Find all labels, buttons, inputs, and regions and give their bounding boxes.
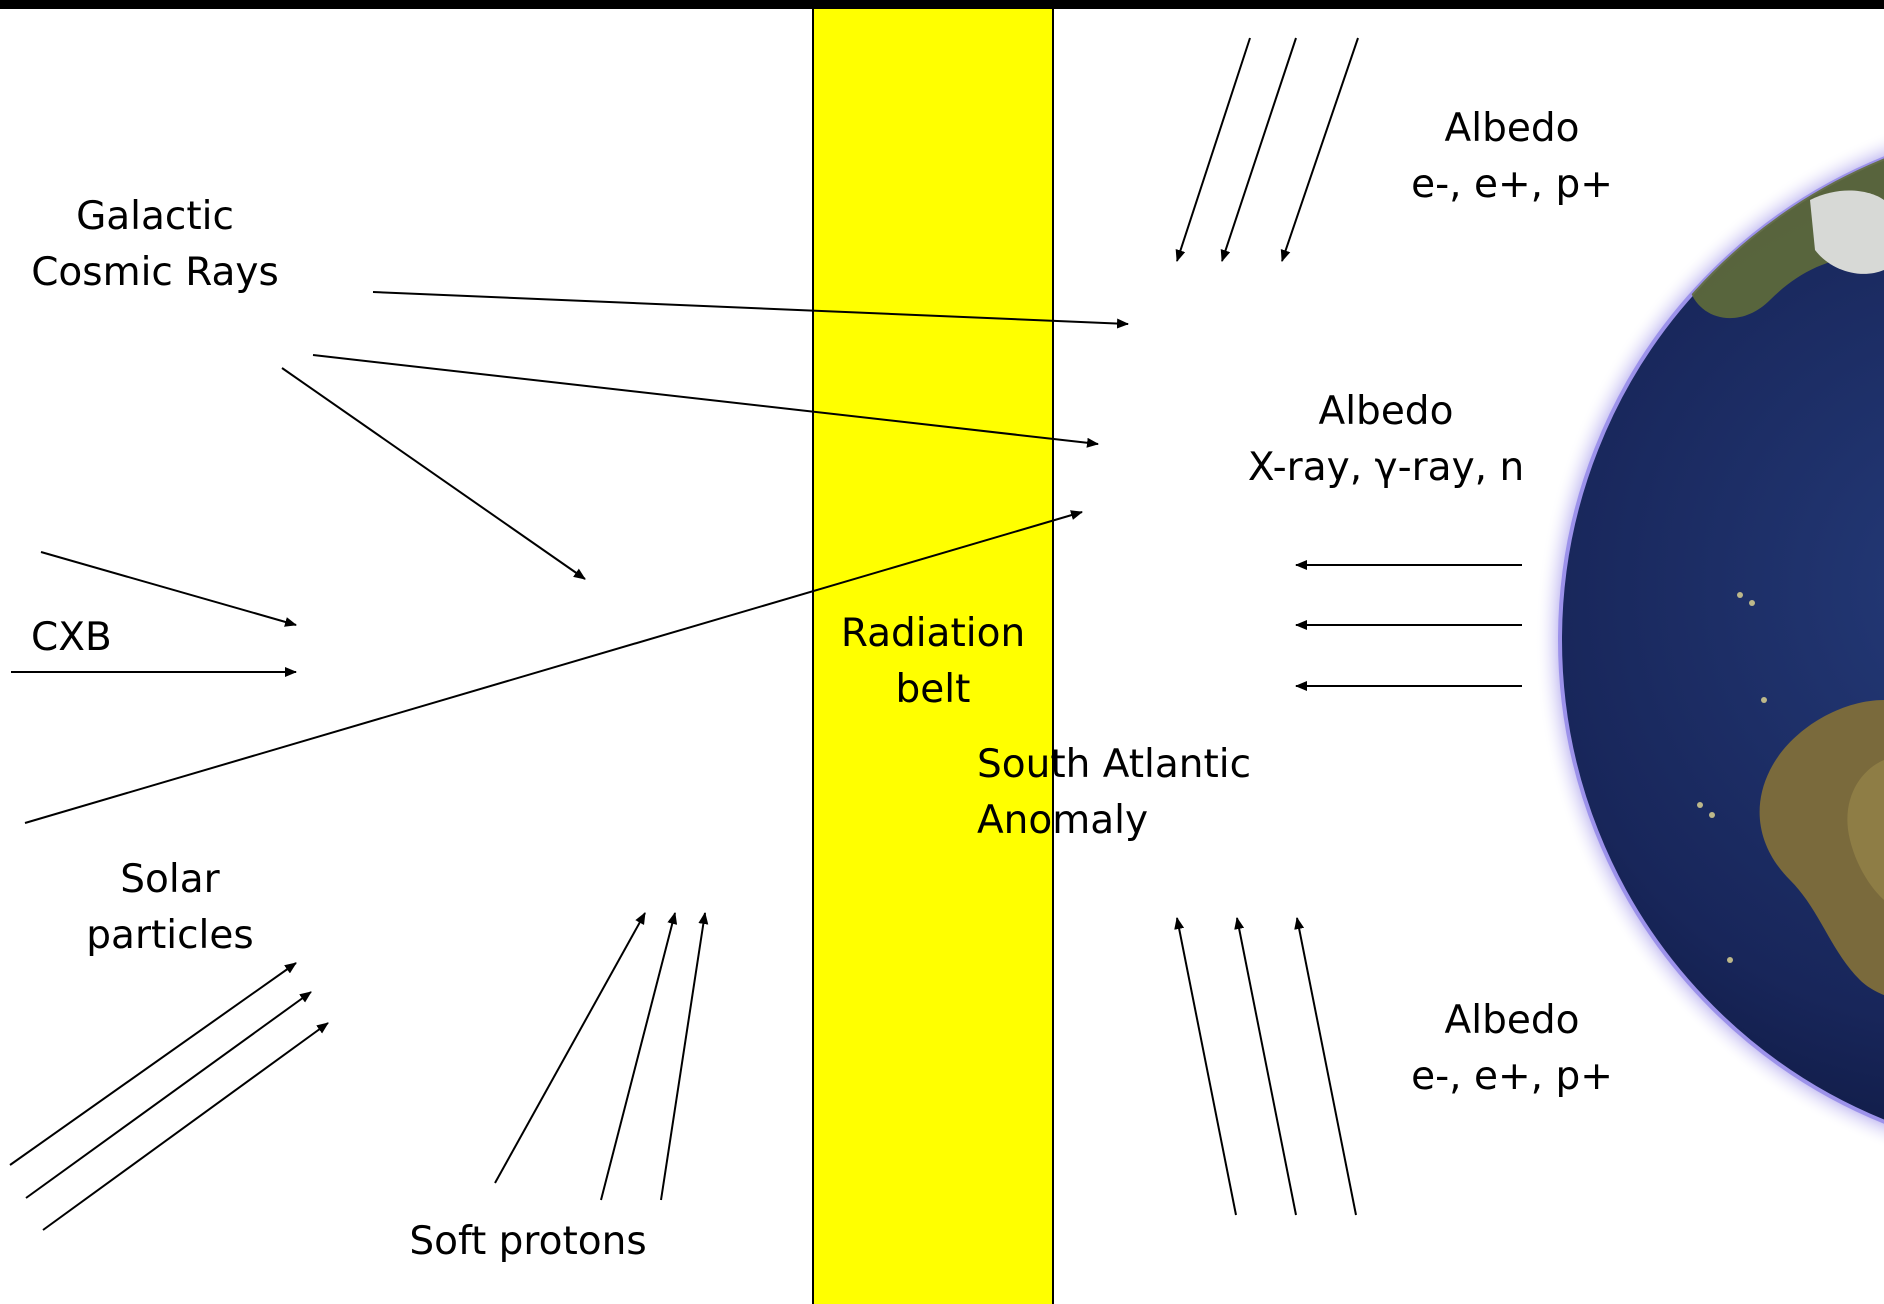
albedo-bottom-line1: Albedo [1411, 993, 1613, 1049]
albedo-bottom-arrow-3 [1297, 918, 1356, 1215]
albedo-top-arrow-2 [1222, 38, 1296, 261]
gcr-arrow-1 [373, 292, 1128, 324]
albedo-bottom-arrow-2 [1237, 918, 1296, 1215]
solar-arrow-3 [43, 1023, 328, 1230]
gcr-arrow-3 [282, 368, 585, 579]
saa-label: South Atlantic Anomaly [977, 737, 1251, 849]
solar-arrow-2 [26, 992, 311, 1198]
solar-label-line2: particles [86, 908, 253, 964]
saa-label-line1: South Atlantic [977, 737, 1251, 793]
gcr-arrow-2 [313, 355, 1098, 444]
albedo-top-arrow-3 [1282, 38, 1358, 261]
soft-proton-arrow-1 [495, 913, 645, 1183]
radiation-belt-label: Radiation belt [841, 606, 1025, 718]
albedo-mid-line1: Albedo [1248, 384, 1524, 440]
cxb-label: CXB [31, 610, 112, 666]
albedo-top-line2: e-, e+, p+ [1411, 157, 1613, 213]
soft-proton-arrow-3 [661, 913, 705, 1200]
soft-protons-label: Soft protons [409, 1214, 646, 1270]
albedo-bottom-arrow-1 [1177, 918, 1236, 1215]
soft-proton-arrow-2 [601, 913, 675, 1200]
albedo-mid-line2: X-ray, γ-ray, n [1248, 440, 1524, 496]
gcr-label-line1: Galactic [31, 189, 279, 245]
saa-label-line2: Anomaly [977, 793, 1251, 849]
solar-arrow-1 [10, 963, 296, 1165]
albedo-mid-label: Albedo X-ray, γ-ray, n [1248, 384, 1524, 496]
albedo-top-arrow-1 [1177, 38, 1250, 261]
albedo-top-label: Albedo e-, e+, p+ [1411, 101, 1613, 213]
radiation-belt-line2: belt [841, 662, 1025, 718]
radiation-belt-line1: Radiation [841, 606, 1025, 662]
albedo-bottom-label: Albedo e-, e+, p+ [1411, 993, 1613, 1105]
solar-label-line1: Solar [86, 852, 253, 908]
albedo-top-line1: Albedo [1411, 101, 1613, 157]
solar-particles-label: Solar particles [86, 852, 253, 964]
gcr-label: Galactic Cosmic Rays [31, 189, 279, 301]
gcr-label-line2: Cosmic Rays [31, 245, 279, 301]
albedo-bottom-line2: e-, e+, p+ [1411, 1049, 1613, 1105]
